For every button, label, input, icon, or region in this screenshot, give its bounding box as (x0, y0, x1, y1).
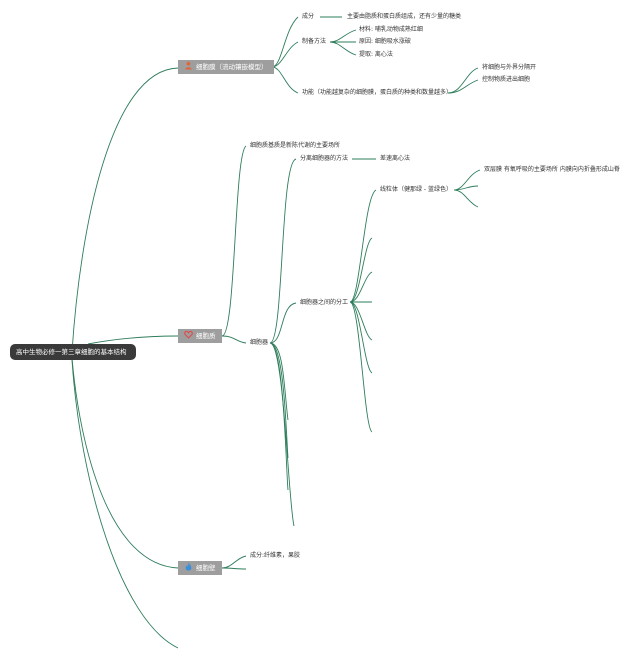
membrane-preparation[interactable]: 制备方法 (302, 38, 327, 45)
preparation-item[interactable]: 原因: 细胞吸水涨破 (359, 38, 411, 45)
topic-cell-wall-label: 细胞壁 (196, 564, 216, 572)
topic-cell-wall[interactable]: 细胞壁 (178, 561, 222, 575)
topic-cytoplasm[interactable]: 细胞质 (178, 329, 222, 343)
organelle-division[interactable]: 细胞器之间的分工 (300, 299, 349, 306)
organelles[interactable]: 细胞器 (250, 339, 269, 346)
mitochondria-detail[interactable]: 双层膜 有氧呼吸的主要场所 内膜向内折叠形成山脊 (484, 166, 620, 173)
function-item[interactable]: 将细胞与外界分隔开 (482, 64, 537, 71)
cytoplasm-matrix[interactable]: 细胞质基质是新陈代谢的主要场所 (250, 142, 341, 149)
connector-root-membrane (71, 67, 179, 353)
connector-root-extra (71, 359, 179, 649)
membrane-composition[interactable]: 成分 (302, 13, 315, 20)
person-icon (184, 61, 193, 70)
connector-membrane-hub (271, 16, 299, 68)
preparation-item[interactable]: 提取: 离心法 (359, 51, 393, 58)
root-label: 高中生物必修一第三章细胞的基本结构 (16, 348, 127, 356)
separation-method[interactable]: 分离细胞器的方法 (300, 155, 349, 162)
flame-icon (184, 562, 193, 571)
separation-method-detail[interactable]: 差速离心法 (380, 155, 411, 162)
topic-cell-membrane[interactable]: 细胞膜（流动镶嵌模型） (178, 60, 274, 74)
wall-composition[interactable]: 成分:纤维素，果胶 (250, 552, 301, 559)
heart-icon (184, 330, 193, 339)
topic-cell-membrane-label: 细胞膜（流动镶嵌模型） (196, 63, 268, 71)
membrane-composition-detail[interactable]: 主要由脂质和蛋白质组成，还有少量的糖类 (347, 13, 462, 20)
function-item[interactable]: 控制物质进出细胞 (482, 76, 531, 83)
connector-root-wall (71, 357, 179, 569)
membrane-function[interactable]: 功能（功能越复杂的细胞膜，蛋白质的种类和数量越多） (302, 89, 453, 96)
topic-cytoplasm-label: 细胞质 (196, 332, 216, 340)
root-node[interactable]: 高中生物必修一第三章细胞的基本结构 (10, 344, 136, 360)
mitochondria[interactable]: 线粒体（健那绿 - 蓝绿色） (380, 186, 452, 193)
preparation-item[interactable]: 材料: 哺乳动物成熟红细 (359, 26, 423, 33)
connector-root-cytoplasm (87, 335, 179, 345)
